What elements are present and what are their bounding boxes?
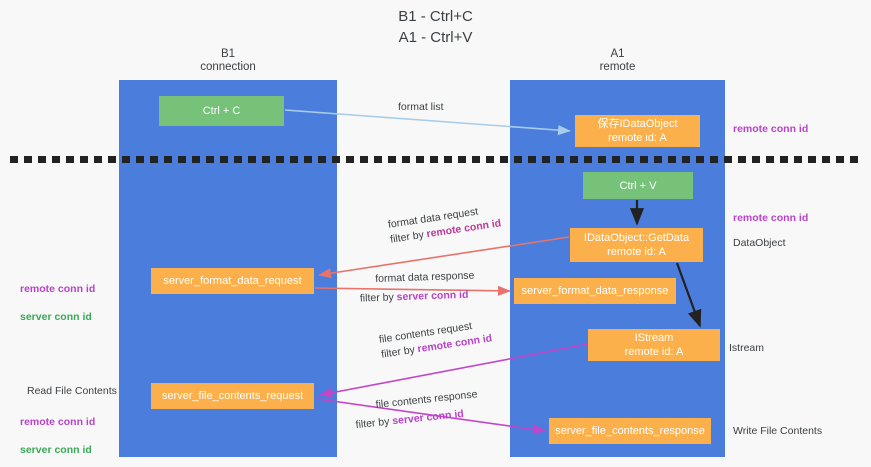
- annotation-remote-conn-id-2: remote conn id: [733, 212, 809, 224]
- edge-label-line2: filter by server conn id: [360, 288, 476, 307]
- phase-divider: [10, 156, 861, 163]
- edge-label-line1: format data response: [375, 269, 475, 285]
- diagram-title: B1 - Ctrl+C A1 - Ctrl+V: [398, 8, 473, 46]
- node-idataobject-getdata[interactable]: IDataObject::GetData remote id: A: [570, 228, 703, 262]
- edge-label-format-list: format list: [398, 100, 444, 115]
- node-server-format-data-request[interactable]: server_format_data_request: [151, 268, 314, 294]
- edge-label-line2: filter by server conn id: [355, 405, 480, 433]
- filter-prefix: filter by: [355, 415, 393, 432]
- annotation-server-conn-id: server conn id: [20, 444, 92, 456]
- filter-key: server conn id: [396, 288, 469, 304]
- node-ctrl-v[interactable]: Ctrl + V: [583, 172, 693, 199]
- annotation-remote-conn-id-1: remote conn id: [733, 123, 809, 135]
- annotation-conn-ids-2: remote conn id server conn id: [20, 401, 95, 467]
- edge-label-file-contents-response: file contents response filter by server …: [355, 387, 480, 431]
- filter-prefix: filter by: [389, 228, 428, 246]
- edge-label-line: format list: [398, 101, 444, 113]
- node-server-file-contents-request[interactable]: server_file_contents_request: [151, 383, 314, 409]
- annotation-write-file-contents: Write File Contents: [733, 425, 823, 437]
- annotation-read-file-contents: Read File Contents: [27, 385, 117, 397]
- edge-label-file-contents-request: file contents request filter by remote c…: [378, 316, 493, 362]
- annotation-remote-conn-id: remote conn id: [20, 283, 96, 295]
- filter-prefix: filter by: [380, 343, 419, 361]
- node-istream[interactable]: IStream remote id: A: [588, 329, 720, 361]
- node-server-format-data-response[interactable]: server_format_data_response: [514, 278, 676, 304]
- annotation-server-conn-id: server conn id: [20, 311, 92, 323]
- filter-key: server conn id: [391, 407, 465, 428]
- node-server-file-contents-response[interactable]: server_file_contents_response: [549, 418, 711, 444]
- edge-label-format-data-response: format data response filter by server co…: [360, 269, 475, 306]
- column-header-b1: B1 connection: [200, 48, 256, 73]
- annotation-dataobject: DataObject: [733, 237, 786, 249]
- annotation-conn-ids-1: remote conn id server conn id: [20, 268, 95, 338]
- annotation-istream: Istream: [729, 342, 765, 354]
- annotation-remote-conn-id: remote conn id: [20, 416, 96, 428]
- column-header-a1: A1 remote: [599, 48, 636, 73]
- filter-prefix: filter by: [359, 291, 397, 305]
- node-store-idataobject[interactable]: 保存IDataObject remote id: A: [575, 115, 700, 147]
- node-ctrl-c[interactable]: Ctrl + C: [159, 96, 284, 126]
- edge-label-format-data-request: format data request filter by remote con…: [387, 201, 502, 247]
